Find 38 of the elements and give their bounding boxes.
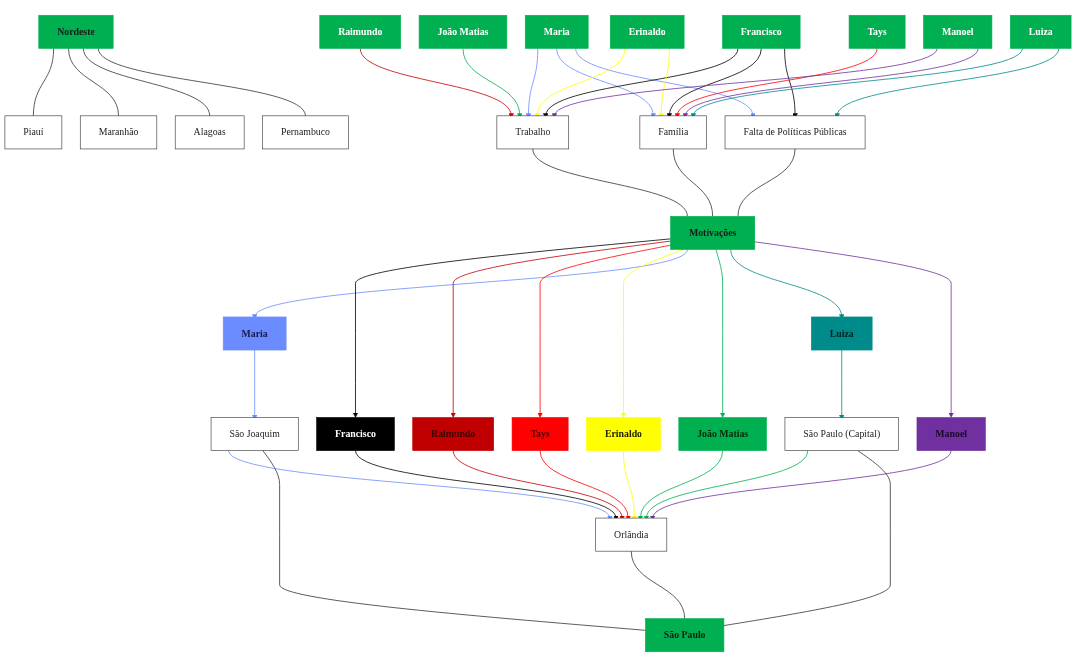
node-box: Orlândia — [595, 517, 668, 552]
connector — [83, 48, 211, 117]
node-box: Alagoas — [174, 115, 245, 150]
node-box: São Paulo (Capital) — [784, 417, 899, 451]
node-box: Maria — [524, 14, 589, 49]
node-box: Luiza — [811, 316, 873, 351]
node-box: Erinaldo — [609, 14, 685, 49]
node-box: Nordeste — [38, 14, 114, 49]
node-box: Manoel — [923, 14, 993, 49]
connector — [630, 550, 686, 619]
node-box: Francisco — [722, 14, 801, 49]
connector — [532, 148, 688, 217]
node-box: Falta de Políticas Públicas — [724, 115, 866, 150]
connector — [723, 450, 891, 626]
node-box: Maranhão — [79, 115, 158, 150]
node-box: Raimundo — [412, 417, 494, 451]
node-box: Maria — [222, 316, 287, 351]
node-box: Luiza — [1010, 14, 1072, 49]
node-box: Erinaldo — [586, 417, 661, 451]
node-box: São Joaquim — [210, 417, 299, 451]
node-box: Francisco — [316, 417, 395, 451]
node-box: Piauí — [4, 115, 63, 150]
connector — [33, 48, 55, 117]
node-box: Trabalho — [496, 115, 569, 150]
node-box: Tays — [511, 417, 569, 451]
node-box: Raimundo — [319, 14, 401, 49]
node-box: Pernambuco — [262, 115, 349, 150]
node-box: Família — [639, 115, 707, 150]
node-box: Manoel — [916, 417, 986, 451]
connector — [672, 148, 714, 217]
node-box: João Matias — [418, 14, 508, 49]
node-box: Tays — [848, 14, 906, 49]
node-box: Motivações — [670, 216, 756, 250]
connector — [97, 48, 306, 117]
node-box: São Paulo — [645, 618, 725, 653]
connector — [68, 48, 119, 117]
node-box: João Matias — [678, 417, 767, 451]
connector — [737, 148, 796, 217]
